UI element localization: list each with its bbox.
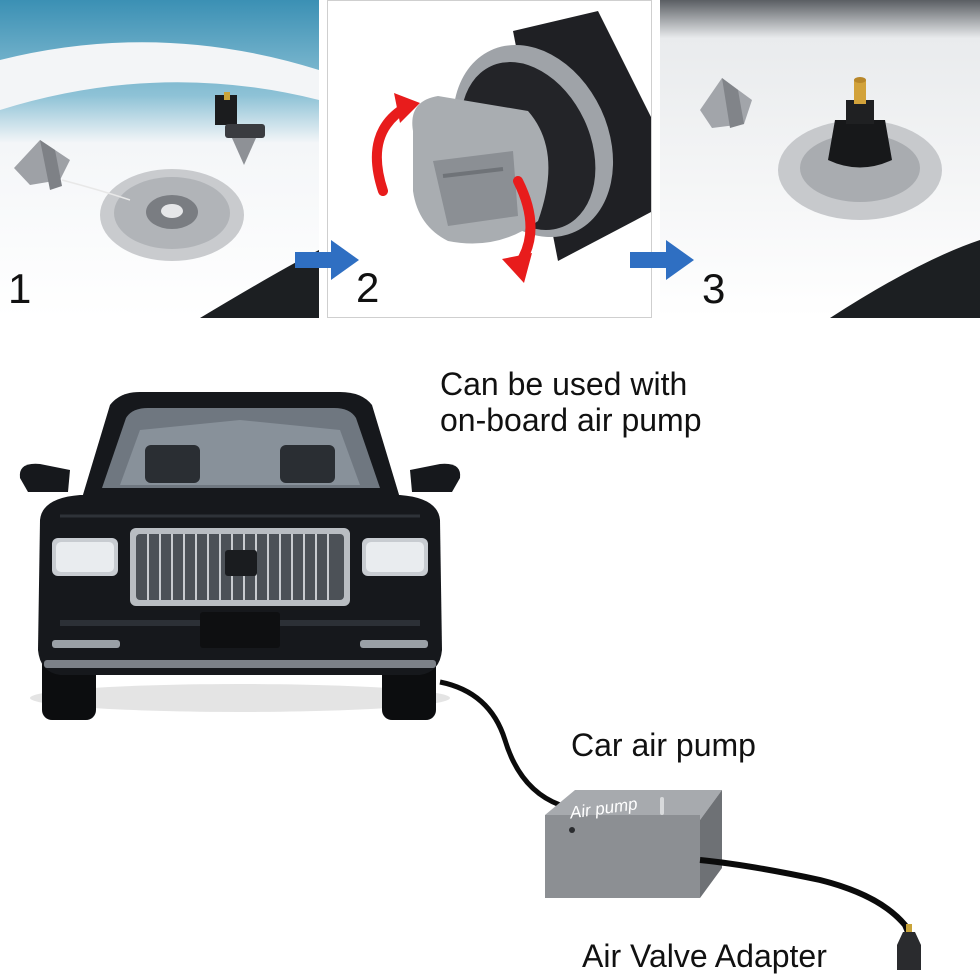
air-valve-adapter-caption: Air Valve Adapter — [582, 938, 827, 974]
step-number-3: 3 — [702, 265, 726, 312]
step-1-photo — [0, 0, 319, 318]
air-valve-adapter-image — [897, 924, 921, 970]
onboard-caption-line-1: Can be used with — [440, 366, 688, 402]
step-arrow-icon — [630, 240, 694, 280]
step-3-photo — [660, 0, 980, 318]
step-arrow-icon — [295, 240, 359, 280]
power-cable — [439, 679, 561, 808]
onboard-pump-caption: Can be used with on-board air pump — [440, 366, 800, 438]
step-panel-1: 1 — [0, 0, 319, 318]
onboard-caption-line-2: on-board air pump — [440, 402, 702, 438]
car-image — [19, 392, 461, 720]
step-2-photo — [328, 1, 651, 317]
step-number-1: 1 — [8, 265, 32, 312]
air-pump-image: Air pump — [545, 790, 722, 898]
step-panel-3: 3 — [660, 0, 980, 318]
step-number-2: 2 — [356, 264, 380, 311]
car-pump-illustration: Air pump — [19, 392, 921, 970]
car-air-pump-caption: Car air pump — [571, 727, 756, 763]
step-panel-2: 2 — [327, 0, 652, 318]
